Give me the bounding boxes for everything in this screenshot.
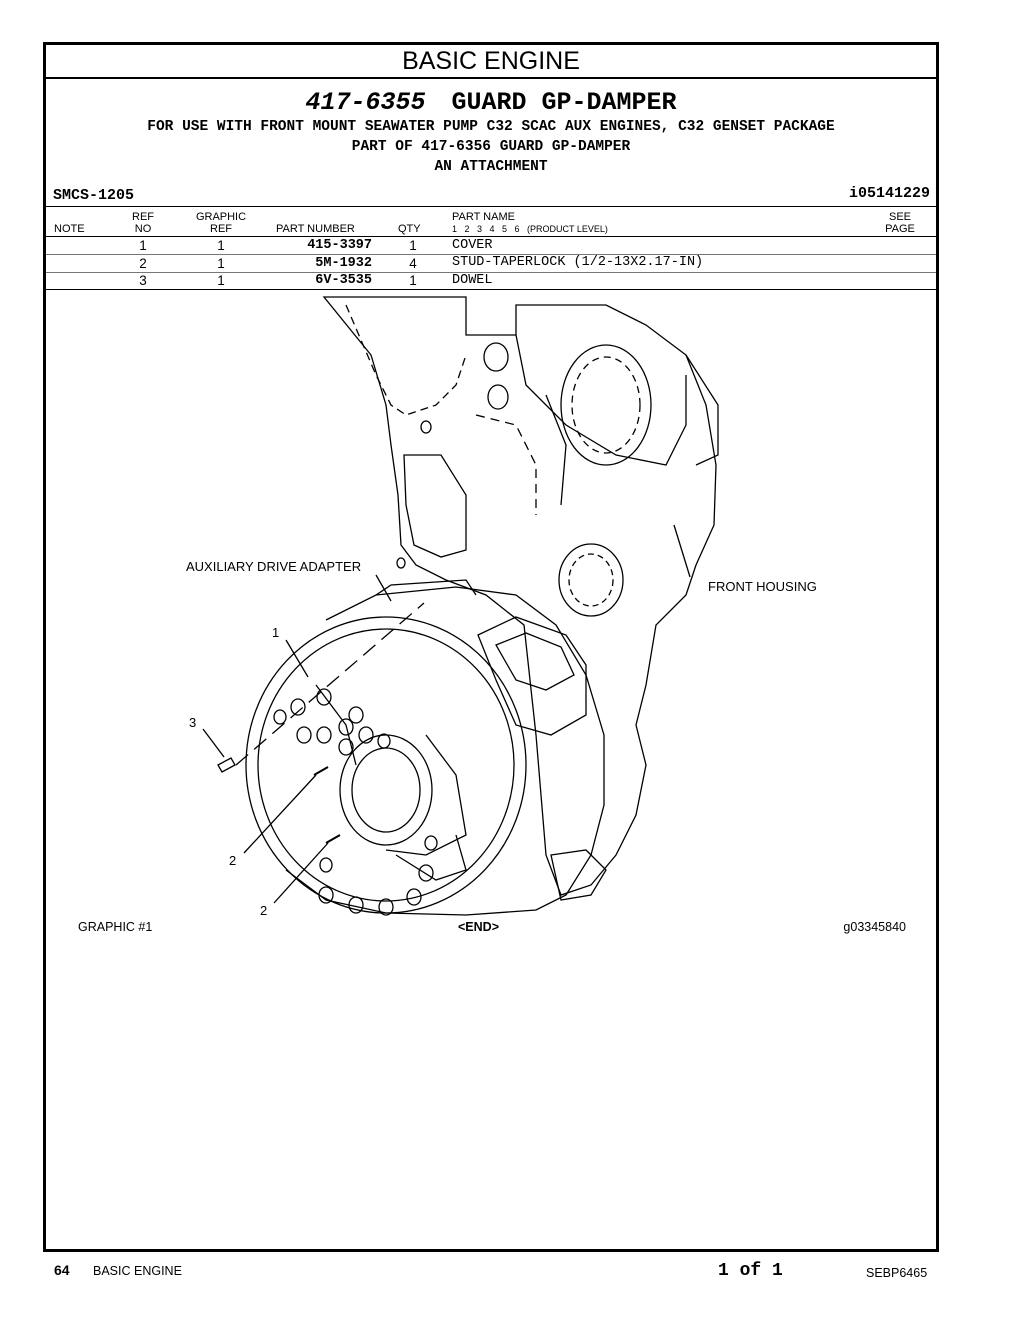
row-part-name: DOWEL <box>452 273 493 288</box>
table-header-rule <box>46 236 936 237</box>
section-banner: BASIC ENGINE <box>46 45 936 79</box>
stud-upper <box>313 766 329 776</box>
housing-hole-d <box>396 557 406 569</box>
housing-inner-edge <box>345 304 467 416</box>
adapter-bottom-lug <box>395 834 467 881</box>
header-see-top: SEE <box>888 211 911 223</box>
leader-1 <box>285 639 309 678</box>
callout-2b: 2 <box>260 903 267 918</box>
callout-1: 1 <box>272 625 279 640</box>
row-part-number: 6V-3535 <box>315 273 372 288</box>
adapter-web <box>315 684 467 856</box>
header-product-levels: 1 2 3 4 5 6 (PRODUCT LEVEL) <box>452 224 608 234</box>
header-see-bottom: PAGE <box>885 223 915 235</box>
attachment-line: AN ATTACHMENT <box>434 159 548 175</box>
adapter-mount-foot <box>550 849 607 901</box>
header-graphic-bottom: REF <box>210 223 232 235</box>
adapter-center-bore <box>339 734 433 846</box>
stud-lower <box>325 834 341 844</box>
header-note: NOTE <box>54 223 85 235</box>
smcs-code: SMCS-1205 <box>53 187 135 204</box>
row-part-name: STUD-TAPERLOCK (1/2-13X2.17-IN) <box>452 255 704 270</box>
document-id: SEBP6465 <box>866 1266 928 1280</box>
leader-2b <box>273 842 329 904</box>
group-part-number: 417-6355 <box>305 88 426 117</box>
page-title: 417-6355 GUARD GP-DAMPER <box>46 88 936 117</box>
housing-gasket <box>403 454 467 558</box>
graphic-label: GRAPHIC #1 <box>78 920 153 934</box>
row-graphic-ref: 1 <box>217 238 225 253</box>
row-ref-no: 3 <box>139 273 147 288</box>
page-frame: BASIC ENGINE 417-6355 GUARD GP-DAMPER FOR… <box>43 42 939 1252</box>
housing-hole-c <box>420 420 432 434</box>
page-number: 64 <box>54 1262 70 1278</box>
adapter-drum-bottom <box>285 869 467 916</box>
leader-2a <box>243 774 317 854</box>
header-part-number: PART NUMBER <box>276 223 355 235</box>
header-graphic: GRAPHIC REF <box>186 211 256 235</box>
housing-flange-right <box>685 354 719 466</box>
housing-rib-a <box>475 414 537 515</box>
row-ref-no: 1 <box>139 238 147 253</box>
row-ref-no: 2 <box>139 256 147 271</box>
housing-rib-b <box>545 394 567 506</box>
header-part-name: PART NAME 1 2 3 4 5 6 (PRODUCT LEVEL) <box>452 211 608 235</box>
label-auxiliary-drive-adapter: AUXILIARY DRIVE ADAPTER <box>186 559 361 574</box>
table-bottom-rule <box>46 289 936 290</box>
header-ref-top: REF <box>132 211 154 223</box>
callout-2a: 2 <box>229 853 236 868</box>
part-of-line: PART OF 417-6356 GUARD GP-DAMPER <box>351 139 631 155</box>
group-part-name: GUARD GP-DAMPER <box>451 88 677 117</box>
end-marker: <END> <box>458 920 499 934</box>
row-graphic-ref: 1 <box>217 273 225 288</box>
row-qty: 4 <box>409 256 417 271</box>
leader-3 <box>202 728 225 758</box>
adapter-center-bore-inner <box>351 747 421 833</box>
housing-hole-a <box>483 342 509 372</box>
row-qty: 1 <box>409 238 417 253</box>
leader-front <box>673 524 691 578</box>
adapter-front-face-inner <box>257 628 515 902</box>
housing-bore-upper <box>560 344 652 466</box>
adapter-side-box <box>477 616 587 736</box>
adapter-front-face <box>245 616 527 914</box>
exploded-view-illustration: AUXILIARY DRIVE ADAPTER FRONT HOUSING 1 … <box>186 296 817 918</box>
install-path-line <box>235 602 425 766</box>
housing-bore-mid-inner <box>568 553 614 607</box>
callout-3: 3 <box>189 715 196 730</box>
graphic-id: g03345840 <box>843 920 906 934</box>
row-qty: 1 <box>409 273 417 288</box>
header-ref: REF NO <box>124 211 162 235</box>
table-top-rule <box>46 206 936 207</box>
header-graphic-top: GRAPHIC <box>195 211 247 223</box>
row-part-number: 415-3397 <box>307 238 372 253</box>
dowel-part <box>217 757 236 773</box>
front-housing-outline <box>322 296 717 896</box>
bolt-hole-pattern <box>273 688 438 916</box>
adapter-top-lug <box>375 579 477 596</box>
label-front-housing: FRONT HOUSING <box>708 579 817 594</box>
row-divider <box>46 272 936 273</box>
row-part-name: COVER <box>452 238 493 253</box>
housing-bore-upper-inner <box>571 356 641 454</box>
header-part-name-label: PART NAME <box>452 211 515 223</box>
row-graphic-ref: 1 <box>217 256 225 271</box>
housing-bore-mid <box>558 543 624 617</box>
adapter-side-box-inner <box>495 632 575 691</box>
housing-hole-b <box>487 384 509 410</box>
header-ref-bottom: NO <box>134 223 152 235</box>
leader-aux <box>375 574 392 602</box>
page-of: 1 of 1 <box>718 1261 783 1281</box>
usage-line: FOR USE WITH FRONT MOUNT SEAWATER PUMP C… <box>147 119 835 135</box>
header-see-page: SEE PAGE <box>876 211 924 235</box>
header-qty: QTY <box>398 223 421 235</box>
row-divider <box>46 254 936 255</box>
row-part-number: 5M-1932 <box>315 256 372 271</box>
housing-flange <box>515 334 687 466</box>
illustration-id: i05141229 <box>848 185 930 202</box>
footer-section: BASIC ENGINE <box>93 1264 182 1278</box>
